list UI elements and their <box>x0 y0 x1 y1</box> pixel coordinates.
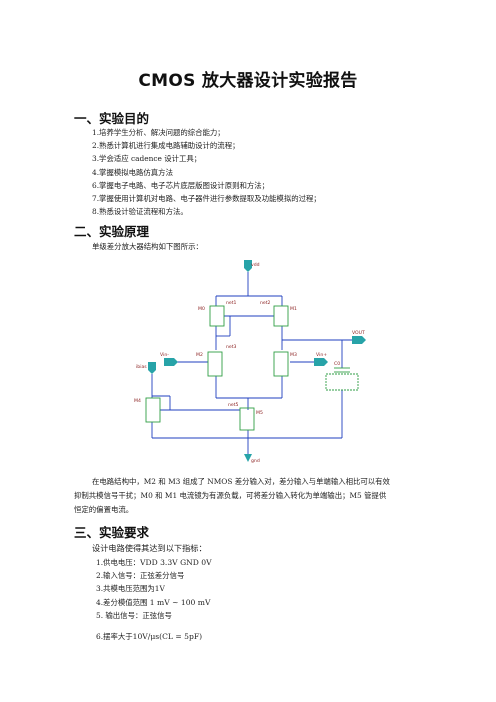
m0-label: M0 <box>198 306 205 312</box>
c0-label: C0 <box>334 361 340 367</box>
req-value: 10V/μs(CL = 5pF) <box>132 632 203 642</box>
principle-intro: 单级差分放大器结构如下图所示： <box>92 242 203 251</box>
net-label: net1 <box>226 300 237 306</box>
purpose-list: 1.培养学生分析、解决问题的综合能力； 2.熟悉计算机进行集成电路辅助设计的流程… <box>92 126 321 218</box>
vout-label: VOUT <box>352 330 365 336</box>
list-item: 3.学会适应 cadence 设计工具； <box>92 154 202 164</box>
m4-label: M4 <box>134 398 141 404</box>
section-heading-purpose: 一、实验目的 <box>74 111 150 126</box>
requirements-intro: 设计电路使得其达到以下指标： <box>92 543 207 553</box>
principle-desc-line3: 恒定的偏置电流。 <box>74 505 134 514</box>
amplifier-schematic: vdd gnd VOUT Vin- Vin+ ibias M0 M1 M2 M3… <box>134 260 366 464</box>
list-item: 4.差分模值范围 1 mV ~ 100 mV <box>96 596 212 609</box>
list-item: 1.供电电压：VDD 3.3V GND 0V <box>96 556 212 569</box>
m5-label: M5 <box>256 410 263 416</box>
req-value: 1 mV ~ 100 mV <box>149 597 211 607</box>
vin-minus-label: Vin- <box>160 352 169 358</box>
net-label: net3 <box>226 344 237 350</box>
list-item: 1.培养学生分析、解决问题的综合能力； <box>92 128 225 137</box>
list-item: 8.熟悉设计验证流程和方法。 <box>92 207 188 217</box>
section-heading-principle: 二、实验原理 <box>74 224 150 239</box>
m3-label: M3 <box>290 352 297 358</box>
requirements-list: 1.供电电压：VDD 3.3V GND 0V 2.输入信号：正弦差分信号 3.共… <box>96 556 212 643</box>
gnd-label: gnd <box>251 458 260 464</box>
list-item: 3.共模电压范围为1V <box>96 582 212 595</box>
net-label: net5 <box>228 402 239 408</box>
net-label: net2 <box>260 300 271 306</box>
req-label: 3.共模电压范围为1V <box>96 584 165 594</box>
req-label: 1.供电电压： <box>96 558 141 567</box>
req-label: 4.差分模值范围 <box>96 597 148 607</box>
req-label: 6.摆率大于 <box>96 632 133 642</box>
section-heading-requirements: 三、实验要求 <box>74 525 150 540</box>
req-label: 5. 输出信号：正弦信号 <box>96 610 172 620</box>
list-item: 6.掌握电子电路、电子芯片底层版图设计原则和方法； <box>92 180 270 190</box>
vdd-label: vdd <box>251 262 260 268</box>
list-item: 7.掌握使用计算机对电路、电子器件进行参数提取及功能模拟的过程； <box>92 194 321 204</box>
principle-desc-line2: 抑制共模信号干扰；M0 和 M1 电流镜为有源负载，可将差分输入转化为单端输出；… <box>74 491 387 500</box>
vin-plus-label: Vin+ <box>316 352 327 358</box>
list-item: 4.掌握模拟电路仿真方法 <box>92 167 173 177</box>
list-item: 2.输入信号：正弦差分信号 <box>96 569 212 582</box>
list-item: 2.熟悉计算机进行集成电路辅助设计的流程； <box>92 141 240 151</box>
m2-label: M2 <box>196 352 203 358</box>
m1-label: M1 <box>290 306 297 312</box>
list-item: 6.摆率大于10V/μs(CL = 5pF) <box>96 630 212 643</box>
ibias-label: ibias <box>136 364 147 370</box>
list-item: 5. 输出信号：正弦信号 <box>96 609 212 622</box>
req-value: VDD 3.3V GND 0V <box>140 558 212 567</box>
principle-desc-line1: 在电路结构中，M2 和 M3 组成了 NMOS 差分输入对，差分输入与单端输入相… <box>92 477 390 486</box>
document-title: CMOS 放大器设计实验报告 <box>138 71 358 91</box>
req-label: 2.输入信号：正弦差分信号 <box>96 571 185 581</box>
